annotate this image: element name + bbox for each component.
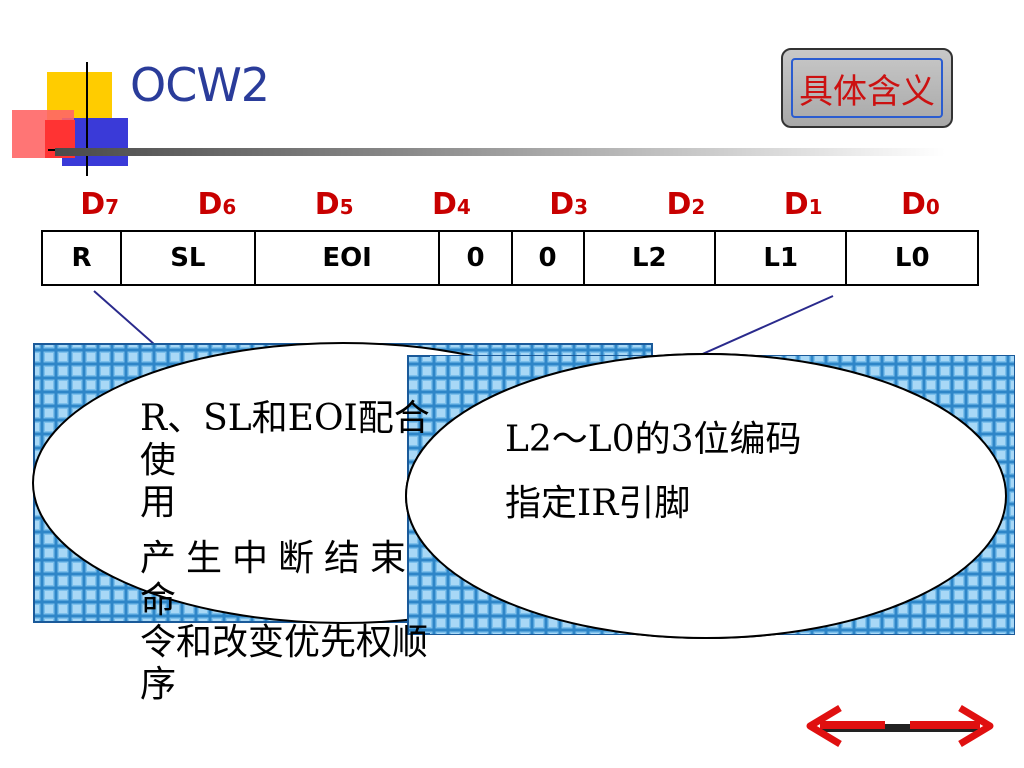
meaning-button-label: 具体含义	[799, 71, 935, 112]
bit-label-row: D7 D6 D5 D4 D3 D2 D1 D0	[41, 182, 979, 228]
bit-label-d3: D3	[549, 187, 589, 222]
bit-cell-d7: R	[41, 230, 122, 286]
bit-cell-d2: L2	[582, 230, 717, 286]
bit-label-d7: D7	[80, 187, 120, 222]
table-row: R SL EOI 0 0 L2 L1 L0	[41, 230, 979, 286]
meaning-button[interactable]: 具体含义	[781, 48, 953, 128]
page-title: OCW2	[130, 58, 270, 112]
left-callout-line2: 用	[140, 482, 177, 523]
left-callout-line1: R、SL和EOI配合使	[140, 398, 430, 481]
title-divider	[55, 148, 945, 156]
bit-label-d6: D6	[197, 187, 237, 222]
bit-cell-d6: SL	[119, 230, 256, 286]
left-callout-line3: 产生中断结束命	[140, 538, 417, 621]
ocw2-register-table: R SL EOI 0 0 L2 L1 L0	[41, 230, 979, 286]
left-right-arrow-icon[interactable]	[800, 698, 1000, 758]
bit-label-d0: D0	[900, 187, 940, 222]
bit-cell-d4: 0	[438, 230, 513, 286]
bit-label-d1: D1	[783, 187, 823, 222]
left-callout-text: R、SL和EOI配合使用 产生中断结束命 令和改变优先权顺序	[140, 398, 440, 706]
right-callout-line1: L2～L0的3位编码	[505, 419, 802, 460]
right-callout-text: L2～L0的3位编码 指定IR引脚	[505, 408, 905, 536]
bit-cell-d3: 0	[510, 230, 585, 286]
bit-cell-d0: L0	[845, 230, 979, 286]
bit-label-d2: D2	[666, 187, 706, 222]
right-callout-line2: 指定IR引脚	[505, 483, 691, 524]
bit-label-d5: D5	[314, 187, 354, 222]
bit-cell-d5: EOI	[253, 230, 441, 286]
left-callout-line4: 令和改变优先权顺序	[140, 622, 429, 705]
bit-cell-d1: L1	[714, 230, 848, 286]
bit-label-d4: D4	[431, 187, 471, 222]
